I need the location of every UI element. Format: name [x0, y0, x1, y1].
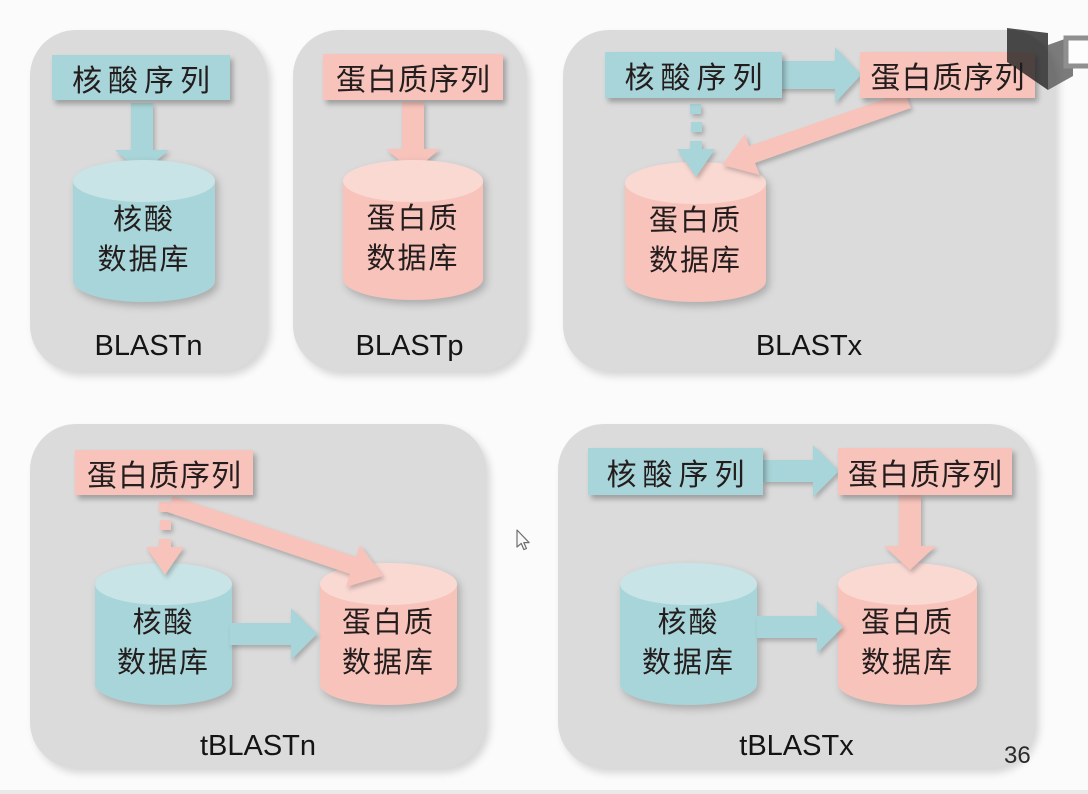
protein-sequence-label: 蛋白质序列 — [848, 457, 1003, 493]
panel-tblastn: 核酸 数据库 蛋白质 数据库 蛋白质序列 tBLASTn — [30, 424, 486, 768]
protein-database-label: 蛋白质 数据库 — [366, 201, 460, 275]
nucleic-database-label: 核酸 数据库 — [116, 605, 210, 679]
blastp-title: BLASTp — [355, 330, 464, 362]
right-arrow-icon — [763, 445, 839, 497]
nucleic-database-cylinder: 核酸 数据库 — [73, 160, 215, 302]
protein-database-label: 蛋白质 数据库 — [341, 605, 435, 679]
nucleic-database-cylinder: 核酸 数据库 — [95, 563, 232, 705]
pointer-shape — [516, 529, 530, 551]
mouse-pointer-icon — [516, 529, 530, 551]
cylinder-top — [73, 160, 215, 202]
dash — [690, 104, 701, 114]
dash — [159, 502, 170, 512]
watermark-square-outline — [1063, 35, 1088, 69]
watermark-left-face — [1007, 28, 1048, 90]
right-arrow-icon — [757, 601, 843, 653]
panel-blastp: 蛋白质序列 蛋白质 数据库 BLASTp — [293, 30, 526, 371]
protein-database-cylinder: 蛋白质 数据库 — [343, 160, 483, 300]
blastn-title: BLASTn — [94, 330, 203, 362]
protein-database-label: 蛋白质 数据库 — [860, 605, 954, 679]
protein-sequence-box: 蛋白质序列 — [323, 54, 503, 100]
protein-database-cylinder: 蛋白质 数据库 — [838, 563, 977, 705]
blastx-title: BLASTx — [755, 330, 863, 362]
nucleic-database-cylinder: 核酸 数据库 — [620, 563, 757, 705]
protein-sequence-label: 蛋白质序列 — [870, 61, 1026, 96]
protein-sequence-box: 蛋白质序列 — [838, 448, 1012, 495]
video-watermark-icon — [1007, 28, 1088, 90]
right-arrow-icon — [230, 608, 317, 660]
frame-bottom-edge — [0, 790, 1088, 794]
protein-database-cylinder: 蛋白质 数据库 — [625, 162, 766, 302]
protein-database-label: 蛋白质 数据库 — [648, 203, 742, 277]
protein-database-cylinder: 蛋白质 数据库 — [320, 563, 457, 705]
nucleic-database-label: 核酸 数据库 — [97, 202, 191, 276]
nucleic-sequence-box: 核酸序列 — [588, 448, 763, 495]
nucleic-sequence-label: 核酸序列 — [606, 457, 751, 493]
dash — [160, 520, 171, 530]
right-arrow-icon — [778, 47, 861, 103]
protein-sequence-label: 蛋白质序列 — [87, 458, 242, 494]
tblastx-title: tBLASTx — [739, 730, 854, 762]
panel-tblastx: 核酸 数据库 蛋白质 数据库 核酸序列 蛋白质序列 tBLASTx — [558, 424, 1035, 768]
protein-sequence-box: 蛋白质序列 — [75, 450, 253, 495]
panel-blastn: 核酸序列 核酸 数据库 BLASTn — [30, 30, 267, 371]
nucleic-sequence-label: 核酸序列 — [72, 63, 216, 99]
page-number: 36 — [1004, 742, 1031, 769]
protein-sequence-label: 蛋白质序列 — [336, 63, 491, 98]
nucleic-database-label: 核酸 数据库 — [641, 605, 735, 679]
nucleic-sequence-box: 核酸序列 — [605, 52, 782, 98]
cylinder-top — [343, 160, 483, 202]
dash — [691, 122, 702, 132]
cylinder-top — [838, 563, 977, 605]
tblastn-title: tBLASTn — [199, 730, 317, 762]
nucleic-sequence-label: 核酸序列 — [624, 61, 769, 96]
cylinder-top — [620, 563, 757, 605]
protein-sequence-box: 蛋白质序列 — [860, 52, 1035, 98]
panel-blastx: 蛋白质 数据库 核酸序列 蛋白质序列 BLASTx — [563, 30, 1055, 371]
down-arrow-icon — [884, 495, 936, 570]
nucleic-sequence-box: 核酸序列 — [52, 55, 230, 100]
